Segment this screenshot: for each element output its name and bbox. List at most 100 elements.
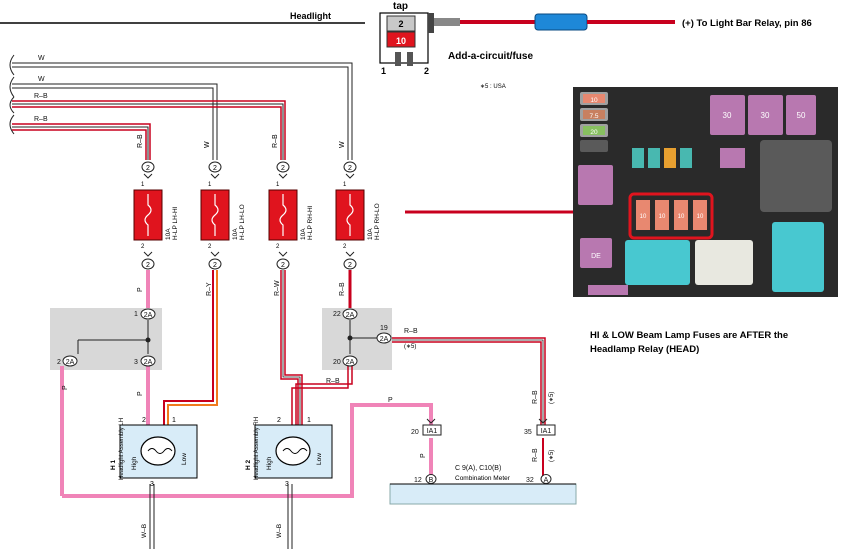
headlight-bulb-icon [140,436,176,466]
fuse-name: H-LP LH-LO [239,204,246,240]
tap-bottom-fuse [386,31,416,48]
tap-leg-left [395,52,401,66]
photo-fuse-hi-rh: 10 [678,214,685,220]
fuse-top-connector [343,161,357,173]
fuse-name: H-LP RH-HI [307,205,314,240]
headlight-low-label: Low [316,453,323,465]
meter-right-conn: IA1 [541,428,552,435]
meter-right-note: (∗5) [549,450,555,462]
photo-fuse-4: 30 [723,111,732,120]
meter-right-note-upper: (∗5) [549,392,555,404]
fuse1-lower-wire: P [137,287,144,292]
fuse-rating: 10A [165,228,172,240]
right-junction: 22 2A 19 2A 20 2A R–B (∗5) [333,308,418,367]
meter-left-conn: IA1 [427,428,438,435]
fuse-top-conn-label: 2 [281,165,285,172]
tap-pin-1: 1 [381,66,386,76]
left-junction-conn-left: 2A [66,359,75,366]
fuse-pin-bottom: 2 [141,244,145,250]
photo-fuse-de: DE [591,253,601,260]
photo-fuse-5: 30 [761,111,770,120]
input-wire-label-2: W [38,76,45,83]
right-junction-pin-bottom: 20 [333,359,341,366]
meter-title: C 9(A), C10(B) [455,465,501,472]
note-line-2: Headlamp Relay (HEAD) [590,344,699,355]
fuse-bottom-conn-label: 2 [281,262,285,269]
fuse-pin-top: 1 [141,182,145,188]
meter-left-bottom-conn: B [429,477,434,484]
headlight-pin-bottom: 3 [150,481,154,488]
headlight-pin-left: 2 [277,417,281,424]
meter-subtitle: Combination Meter [455,475,511,482]
fuse-name: H-LP LH-HI [172,206,179,240]
right-junction-conn-right: 2A [380,336,389,343]
tap-bottom-fuse-label: 10 [396,36,406,46]
left-junction-pin-right: 3 [134,359,138,366]
fuse-top-connector [208,161,222,173]
fuse-upper-wire: W [339,141,346,148]
headlight-id: H 2 [245,460,252,471]
meter-right-pin: 35 [524,429,532,436]
meter-wire-p: P [388,397,393,404]
usa-note: ∗5 : USA [480,84,506,90]
input-wires [9,54,353,160]
headlight-pin-right: 1 [307,417,311,424]
left-junction-conn-right: 2A [144,359,153,366]
input-wire-label-3: R–B [34,93,48,100]
fuse-top-connector [141,161,155,173]
headlight-name: Headlight Assembly LH [119,418,125,480]
fuse-rating: 10A [367,228,374,240]
headlight-id: H 1 [110,460,117,471]
input-wire-label-1: W [38,55,45,62]
fuse-bottom-connector [208,258,222,270]
fuse-pin-top: 1 [276,182,280,188]
headlight-high-label: High [266,456,273,470]
right-junction-pin-top: 22 [333,311,341,318]
h2-feed-wire: R–B [326,378,340,385]
fuse-pin-bottom: 2 [343,244,347,250]
fuse-bottom-connector [343,258,357,270]
fuse-element-icon [279,194,287,236]
headlight-ground-wire: W–B [141,524,148,538]
left-junction-conn-top: 2A [144,312,153,319]
left-junction-pin-top: 1 [134,311,138,318]
headlight-pin-right: 1 [172,417,176,424]
tap-leg-right [407,52,413,66]
left-junction-wire-p-left: P [62,385,69,390]
photo-fuse-lo-lh: 10 [659,214,666,220]
tap-pigtail-stem [428,13,434,33]
fuse-rating: 10A [300,228,307,240]
headlight-high-label: High [131,456,138,470]
fuse2-lower-wire: R–Y [206,282,213,296]
tap-label: tap [393,1,408,12]
tap-pigtail-boot [434,18,460,26]
fuse-bottom-connector [276,258,290,270]
combination-meter: C 9(A), C10(B) Combination Meter 20 IA1 … [389,390,577,505]
fuse-pin-bottom: 2 [208,244,212,250]
butt-connector [534,13,588,31]
fuse-pin-top: 1 [208,182,212,188]
add-a-circuit-tap: tap 2 10 1 2 (+) To Light Bar Relay, pin… [379,1,812,76]
fuse-upper-wire: R–B [137,134,144,148]
headlight-low-label: Low [181,453,188,465]
fuse-rating: 10A [232,228,239,240]
meter-left-wire: P [420,453,427,458]
fuse-top-conn-label: 2 [213,165,217,172]
note-line-1: HI & LOW Beam Lamp Fuses are AFTER the [590,330,788,341]
input-wire-label-4: R–B [34,116,48,123]
fuse-bottom-connector [141,258,155,270]
meter-right-wire-upper: R–B [532,390,539,404]
fuse-upper-wire: R–B [272,134,279,148]
fuse-bottom-conn-label: 2 [348,262,352,269]
headlight-name: Headlight Assembly RH [254,417,260,480]
fuse-bottom-conn-label: 2 [146,262,150,269]
meter-right-wire: R–B [532,448,539,462]
